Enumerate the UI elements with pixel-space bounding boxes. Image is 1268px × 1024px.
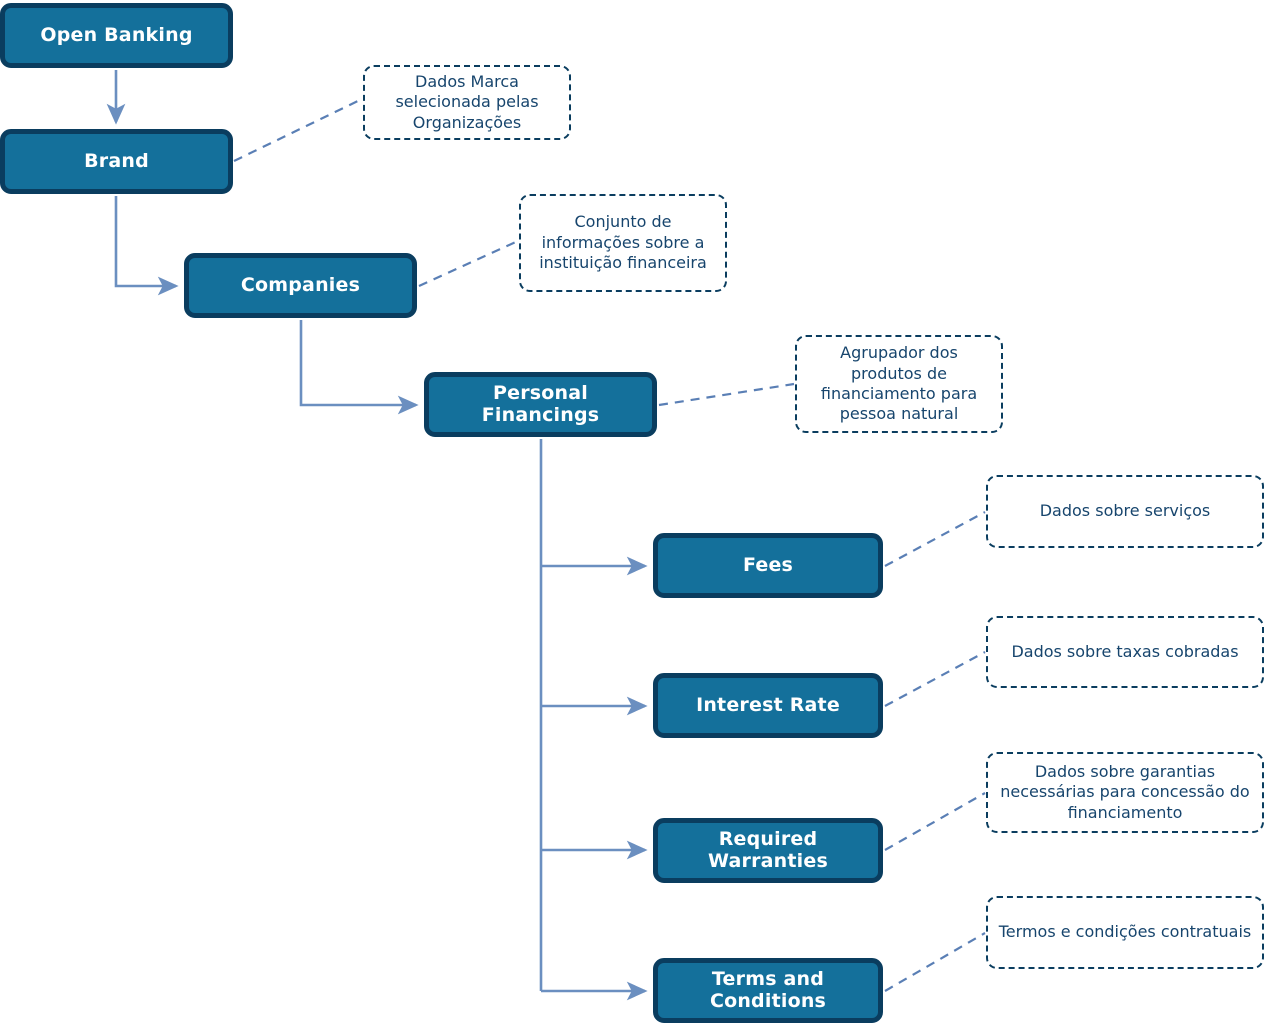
- node-personal-financings[interactable]: Personal Financings: [424, 372, 657, 437]
- leader-terms-and-conditions: [884, 932, 986, 992]
- callout-required-warranties: Dados sobre garantias necessárias para c…: [986, 752, 1264, 833]
- callout-fees: Dados sobre serviços: [986, 475, 1264, 548]
- leader-companies: [418, 239, 519, 288]
- leader-personal-financings: [658, 382, 795, 407]
- callout-interest-rate: Dados sobre taxas cobradas: [986, 616, 1264, 688]
- edge-brand-companies: [114, 196, 179, 296]
- leader-required-warranties: [884, 792, 986, 851]
- node-required-warranties[interactable]: Required Warranties: [653, 818, 883, 883]
- node-open-banking[interactable]: Open Banking: [0, 3, 233, 68]
- leader-interest-rate: [884, 651, 986, 707]
- node-interest-rate[interactable]: Interest Rate: [653, 673, 883, 738]
- callout-terms-and-conditions: Termos e condições contratuais: [986, 896, 1264, 969]
- node-fees[interactable]: Fees: [653, 533, 883, 598]
- leader-fees: [884, 511, 986, 567]
- edge-companies-personal-financings: [299, 320, 419, 415]
- callout-brand: Dados Marca selecionada pelas Organizaçõ…: [363, 65, 571, 140]
- node-terms-and-conditions[interactable]: Terms and Conditions: [653, 958, 883, 1023]
- callout-personal-financings: Agrupador dos produtos de financiamento …: [795, 335, 1003, 433]
- node-companies[interactable]: Companies: [184, 253, 417, 318]
- callout-companies: Conjunto de informações sobre a institui…: [519, 194, 727, 292]
- node-brand[interactable]: Brand: [0, 129, 233, 194]
- leader-brand: [233, 98, 363, 162]
